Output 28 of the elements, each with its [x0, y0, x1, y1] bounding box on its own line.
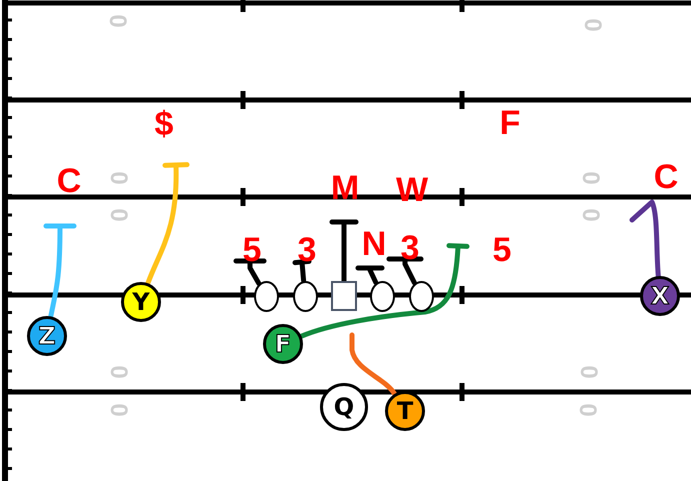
player-circle: Z [27, 316, 67, 356]
route-line [386, 256, 424, 286]
route-line [44, 223, 76, 319]
defender-letter: C [56, 164, 82, 198]
lineman-ellipse [408, 280, 434, 312]
route-line [292, 258, 312, 284]
player-circle: Y [121, 282, 161, 322]
route-line [350, 332, 398, 396]
defender-letter: 5 [492, 233, 512, 267]
player-circle: T [385, 391, 425, 431]
player-circle: F [263, 324, 303, 364]
lineman-ellipse [254, 280, 278, 312]
route-line [145, 162, 190, 286]
defender-letter: $ [154, 107, 174, 141]
route-line [234, 258, 266, 286]
route-line [298, 242, 470, 339]
defender-letter: 3 [298, 233, 316, 267]
lineman-ellipse [370, 280, 394, 312]
route-line [356, 266, 384, 285]
defender-letter: N [362, 227, 386, 261]
center-square [331, 281, 357, 311]
player-circle: X [640, 276, 680, 316]
lineman-ellipse [292, 280, 318, 312]
defender-letter: F [500, 106, 520, 140]
route-line [630, 200, 661, 279]
player-circle: Q [320, 383, 368, 431]
defender-letter: C [654, 160, 678, 194]
route-line [330, 220, 358, 284]
